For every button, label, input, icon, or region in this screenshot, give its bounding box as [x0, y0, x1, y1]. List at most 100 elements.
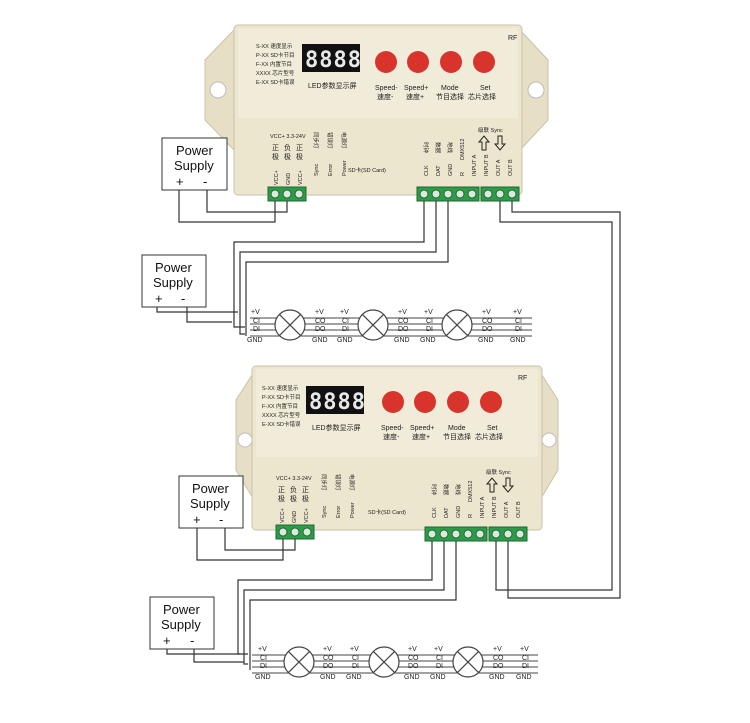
led-node [283, 646, 315, 678]
strip-label: CI [436, 655, 443, 662]
led-node [441, 309, 473, 341]
display-digits: 8888 [305, 48, 362, 73]
display-label: LED参数显示屏 [312, 423, 361, 432]
status-label-cn: 错误灯 [326, 132, 334, 149]
mode-button[interactable]: Mode 节目选择 [443, 391, 471, 441]
strip-label: GND [430, 674, 446, 681]
controller-top-panel [238, 28, 518, 118]
set-button[interactable]: Set 芯片选择 [468, 51, 496, 101]
output-label-cn: 地线 [454, 484, 462, 496]
strip-label: CO [398, 318, 409, 325]
led-strip-1: +V CI DI GND +V CO DO GND +V CI DI GND +… [247, 309, 532, 344]
button-label-cn: 节目选择 [443, 432, 471, 441]
strip-label: +V [340, 309, 349, 316]
output-pin-label: CLK [432, 507, 438, 518]
button-label: Speed- [381, 425, 404, 432]
output-pin-label: INPUT B [484, 154, 490, 176]
status-label-cn: 同步灯 [320, 474, 328, 491]
sync-terminal-block [480, 186, 520, 202]
power-pin-label: GND [286, 173, 292, 185]
strip-label: +V [424, 309, 433, 316]
strip-label: DI [352, 663, 359, 670]
mode-button[interactable]: Mode 节目选择 [436, 51, 464, 101]
power-polarity-cn: 极 [284, 152, 291, 161]
arrow-up-icon [485, 477, 499, 493]
strip-label: DO [323, 663, 334, 670]
power-supply-3: Power Supply + - [178, 475, 244, 529]
strip-label: GND [320, 674, 336, 681]
cascade-label: 级联 Sync [486, 468, 511, 476]
power-polarity-cn: 正 [272, 144, 279, 152]
strip-label: GND [394, 337, 410, 344]
mode-item: XXXX 芯片型号 [256, 69, 295, 77]
status-pin-label: Power [350, 502, 356, 518]
cascade-label: 级联 Sync [478, 126, 503, 134]
mode-item: S-XX 速度显示 [256, 42, 293, 50]
strip-label: CO [482, 318, 493, 325]
strip-label: CO [315, 318, 326, 325]
power-polarity-cn: 极 [296, 152, 303, 161]
strip-label: +V [315, 309, 324, 316]
output-label-cn: 时钟 [422, 142, 430, 154]
mode-item: P-XX SD卡节目 [262, 393, 301, 401]
mode-item: E-XX SD卡错误 [262, 420, 301, 428]
output-pin-label: INPUT B [492, 496, 498, 518]
dmx-label: DMX512 [468, 481, 474, 502]
button-label: Mode [448, 425, 466, 432]
strip-label: +V [520, 646, 529, 653]
power-supply-title: Power [155, 260, 193, 275]
strip-label: +V [482, 309, 491, 316]
power-supply-minus: - [203, 174, 207, 189]
arrow-down-icon [493, 135, 507, 151]
sync-terminal-block [488, 526, 528, 542]
rf-label: RF [518, 375, 527, 382]
button-label: Set [480, 85, 491, 92]
led-display [306, 386, 364, 414]
button-label-cn: 芯片选择 [475, 432, 503, 441]
speed-down-button[interactable]: Speed- 速度- [375, 51, 398, 101]
strip-label: +V [513, 309, 522, 316]
status-label-cn: 错误灯 [334, 474, 342, 491]
power-input-label: VCC+ 3.3-24V [276, 476, 312, 482]
speed-down-button[interactable]: Speed- 速度- [381, 391, 404, 441]
strip-label: GND [404, 674, 420, 681]
strip-label: GND [247, 337, 263, 344]
strip-label: +V [258, 646, 267, 653]
power-polarity-cn: 正 [302, 486, 309, 494]
strip-label: GND [478, 337, 494, 344]
strip-label: DO [482, 326, 493, 333]
output-pin-label: DAT [436, 165, 442, 176]
strip-label: +V [398, 309, 407, 316]
strip-label: DO [398, 326, 409, 333]
power-supply-plus: + [193, 512, 201, 527]
power-pin-label: GND [292, 511, 298, 523]
rf-label: RF [508, 35, 517, 42]
power-polarity-cn: 极 [278, 494, 285, 503]
controller-1: RF S-XX 速度显示 P-XX SD卡节目 F-XX 内置节目 XXXX 芯… [204, 24, 549, 202]
speed-up-button[interactable]: Speed+ 速度+ [410, 391, 436, 441]
output-pin-label: CLK [424, 165, 430, 176]
output-pin-label: R [468, 514, 474, 518]
power-polarity-cn: 极 [290, 494, 297, 503]
mode-item: F-XX 内置节目 [262, 402, 298, 410]
strip-label: +V [350, 646, 359, 653]
set-button[interactable]: Set 芯片选择 [475, 391, 503, 441]
led-node [452, 646, 484, 678]
speed-up-button[interactable]: Speed+ 速度+ [404, 51, 429, 101]
button-label-cn: 速度- [377, 92, 394, 101]
power-supply-title: Supply [153, 275, 193, 290]
wires [156, 190, 621, 670]
strip-label: GND [346, 674, 362, 681]
power-pin-label: VCC+ [298, 170, 304, 185]
power-supply-2: Power Supply + - [141, 254, 207, 308]
power-polarity-cn: 正 [278, 486, 285, 494]
dmx-label: DMX512 [460, 139, 466, 160]
button-label-cn: 节目选择 [436, 92, 464, 101]
strip-label: +V [493, 646, 502, 653]
strip-label: GND [337, 337, 353, 344]
power-supply-title: Supply [174, 158, 214, 173]
output-pin-label: OUT A [496, 159, 502, 176]
output-pin-label: OUT A [504, 501, 510, 518]
status-pin-label: Sync [322, 506, 328, 518]
power-supply-title: Supply [190, 496, 230, 511]
